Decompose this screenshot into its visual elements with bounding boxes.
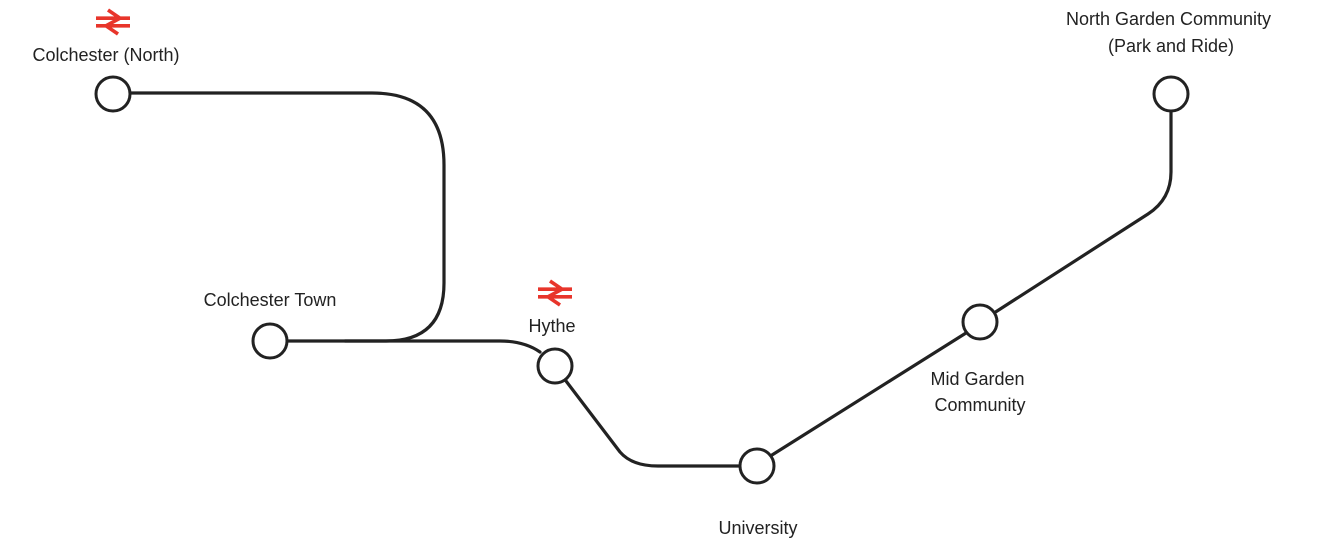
stop-marker-colchester-north: [94, 75, 132, 113]
national-rail-icon: [96, 8, 130, 36]
national-rail-icon: [538, 279, 572, 307]
stop-marker-university: [738, 447, 776, 485]
stop-marker-mid-garden: [961, 303, 999, 341]
stop-marker-north-garden: [1152, 75, 1190, 113]
route-line-main: [268, 339, 542, 354]
stop-marker-hythe: [536, 347, 574, 385]
route-line-university-mid-garden: [770, 331, 968, 457]
stop-label-university: University: [718, 518, 797, 538]
route-line-mid-garden-north-garden: [992, 108, 1173, 315]
stop-label-north-garden: North Garden Community (Park and Ride): [1066, 9, 1276, 56]
stop-marker-colchester-town: [251, 322, 289, 360]
stop-label-colchester-north: Colchester (North): [32, 45, 179, 65]
route-line-hythe-university: [564, 379, 742, 468]
route-line-colchester-north-branch: [111, 91, 446, 343]
stop-label-colchester-town: Colchester Town: [204, 290, 337, 310]
stop-label-mid-garden: Mid Garden Community: [930, 369, 1029, 415]
stop-label-hythe: Hythe: [528, 316, 575, 336]
